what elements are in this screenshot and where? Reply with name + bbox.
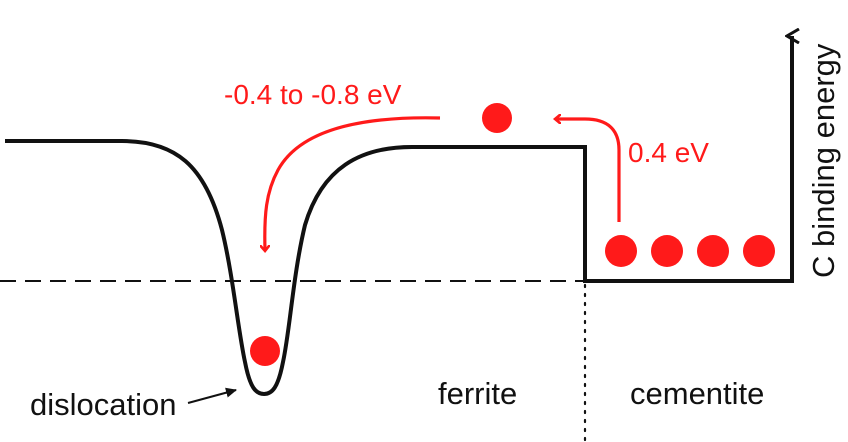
carbon-atom-cementite <box>697 235 729 267</box>
curved-arrow-down-icon <box>265 116 441 250</box>
ferrite-label: ferrite <box>438 376 517 411</box>
carbon-atom-cementite <box>651 235 683 267</box>
carbon-atom-cementite <box>605 235 637 267</box>
curved-arrow-left-icon <box>556 119 621 222</box>
dislocation-label: dislocation <box>30 387 176 422</box>
carbon-atom-dislocation <box>250 336 280 366</box>
carbon-atom-ferrite <box>482 103 512 133</box>
carbon-atoms <box>250 103 775 366</box>
transfer-energy-cementite-label: 0.4 eV <box>628 137 709 168</box>
energy-curve <box>5 62 794 397</box>
arrow-right-icon <box>187 387 237 404</box>
axis-label: C binding energy <box>806 43 841 278</box>
cementite-label: cementite <box>630 376 764 411</box>
carbon-atom-cementite <box>743 235 775 267</box>
transfer-energy-dislocation-label: -0.4 to -0.8 eV <box>224 79 402 110</box>
